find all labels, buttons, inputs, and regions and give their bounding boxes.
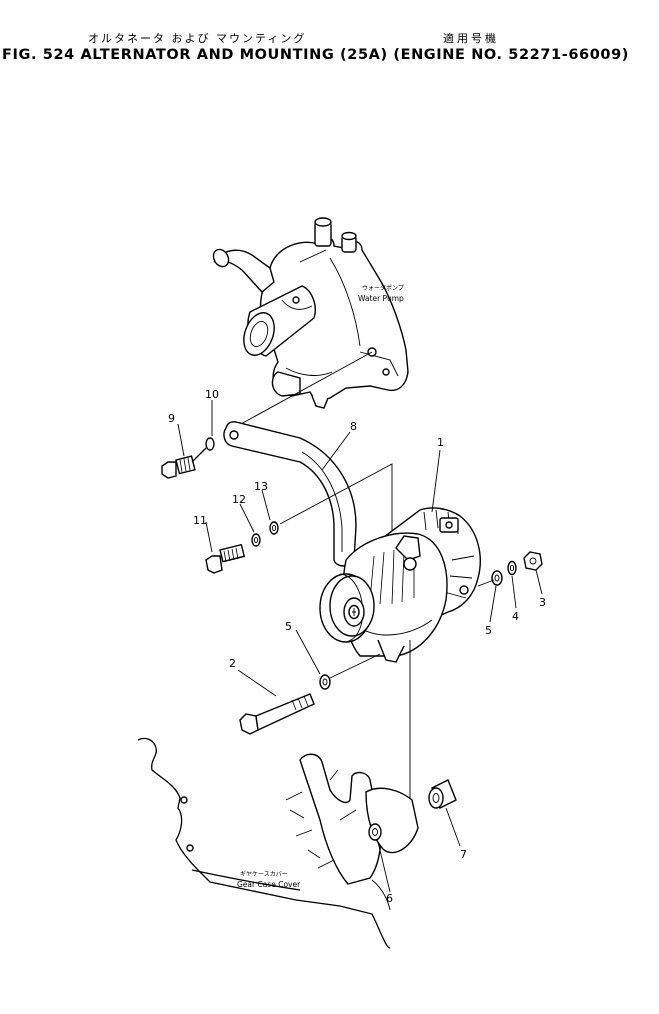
spacer-7 [428,779,457,809]
callout-8: 8 [350,420,357,433]
washer-4 [507,560,517,576]
washer-13 [269,521,279,535]
callout-7: 7 [460,848,467,861]
callout-leaders [177,400,543,893]
figure-title: FIG. 524 ALTERNATOR AND MOUNTING (25A) (… [2,47,630,63]
header: オルタネータ および マウンティング 適用号機 FIG. 524 ALTERNA… [0,0,659,70]
washer-5-right [491,570,503,586]
callout-3: 3 [539,596,546,609]
washer-5-left [319,674,331,690]
applicable-models-japanese: 適用号機 [443,32,499,45]
callout-4: 4 [512,610,519,623]
bolt-11 [205,543,246,574]
gear-case-label-jp: ギヤケースカバー [240,871,288,878]
callout-numbers: 1 2 3 4 5 5 6 7 8 9 10 11 12 13 [168,388,546,905]
water-pump-label-jp: ウォータポンプ [362,284,404,292]
washer-12 [251,533,261,547]
gear-case-cover: ギヤケースカバー Gear Case Cover [137,737,419,949]
callout-1: 1 [437,436,444,449]
washer-10 [191,437,215,463]
callout-13: 13 [254,480,268,493]
nut-3 [523,551,543,571]
water-pump-label: Water Pump [358,294,404,303]
callout-5-left: 5 [285,620,292,633]
bolt-axis-line [329,653,381,679]
alternator [319,507,481,663]
callout-5-right: 5 [485,624,492,637]
callout-11: 11 [193,514,207,527]
bolt-2 [239,693,315,735]
title-japanese: オルタネータ および マウンティング [88,32,307,45]
nut-axis-line [477,579,495,587]
callout-2: 2 [229,657,236,670]
callout-6: 6 [386,892,393,905]
water-pump: ウォータポンプ Water Pump [212,217,409,409]
callout-10: 10 [205,388,219,401]
gear-case-label: Gear Case Cover [237,880,301,889]
callout-9: 9 [168,412,175,425]
bolt-9 [161,455,196,479]
bracket-to-pump-line [229,351,373,431]
callout-12: 12 [232,493,246,506]
